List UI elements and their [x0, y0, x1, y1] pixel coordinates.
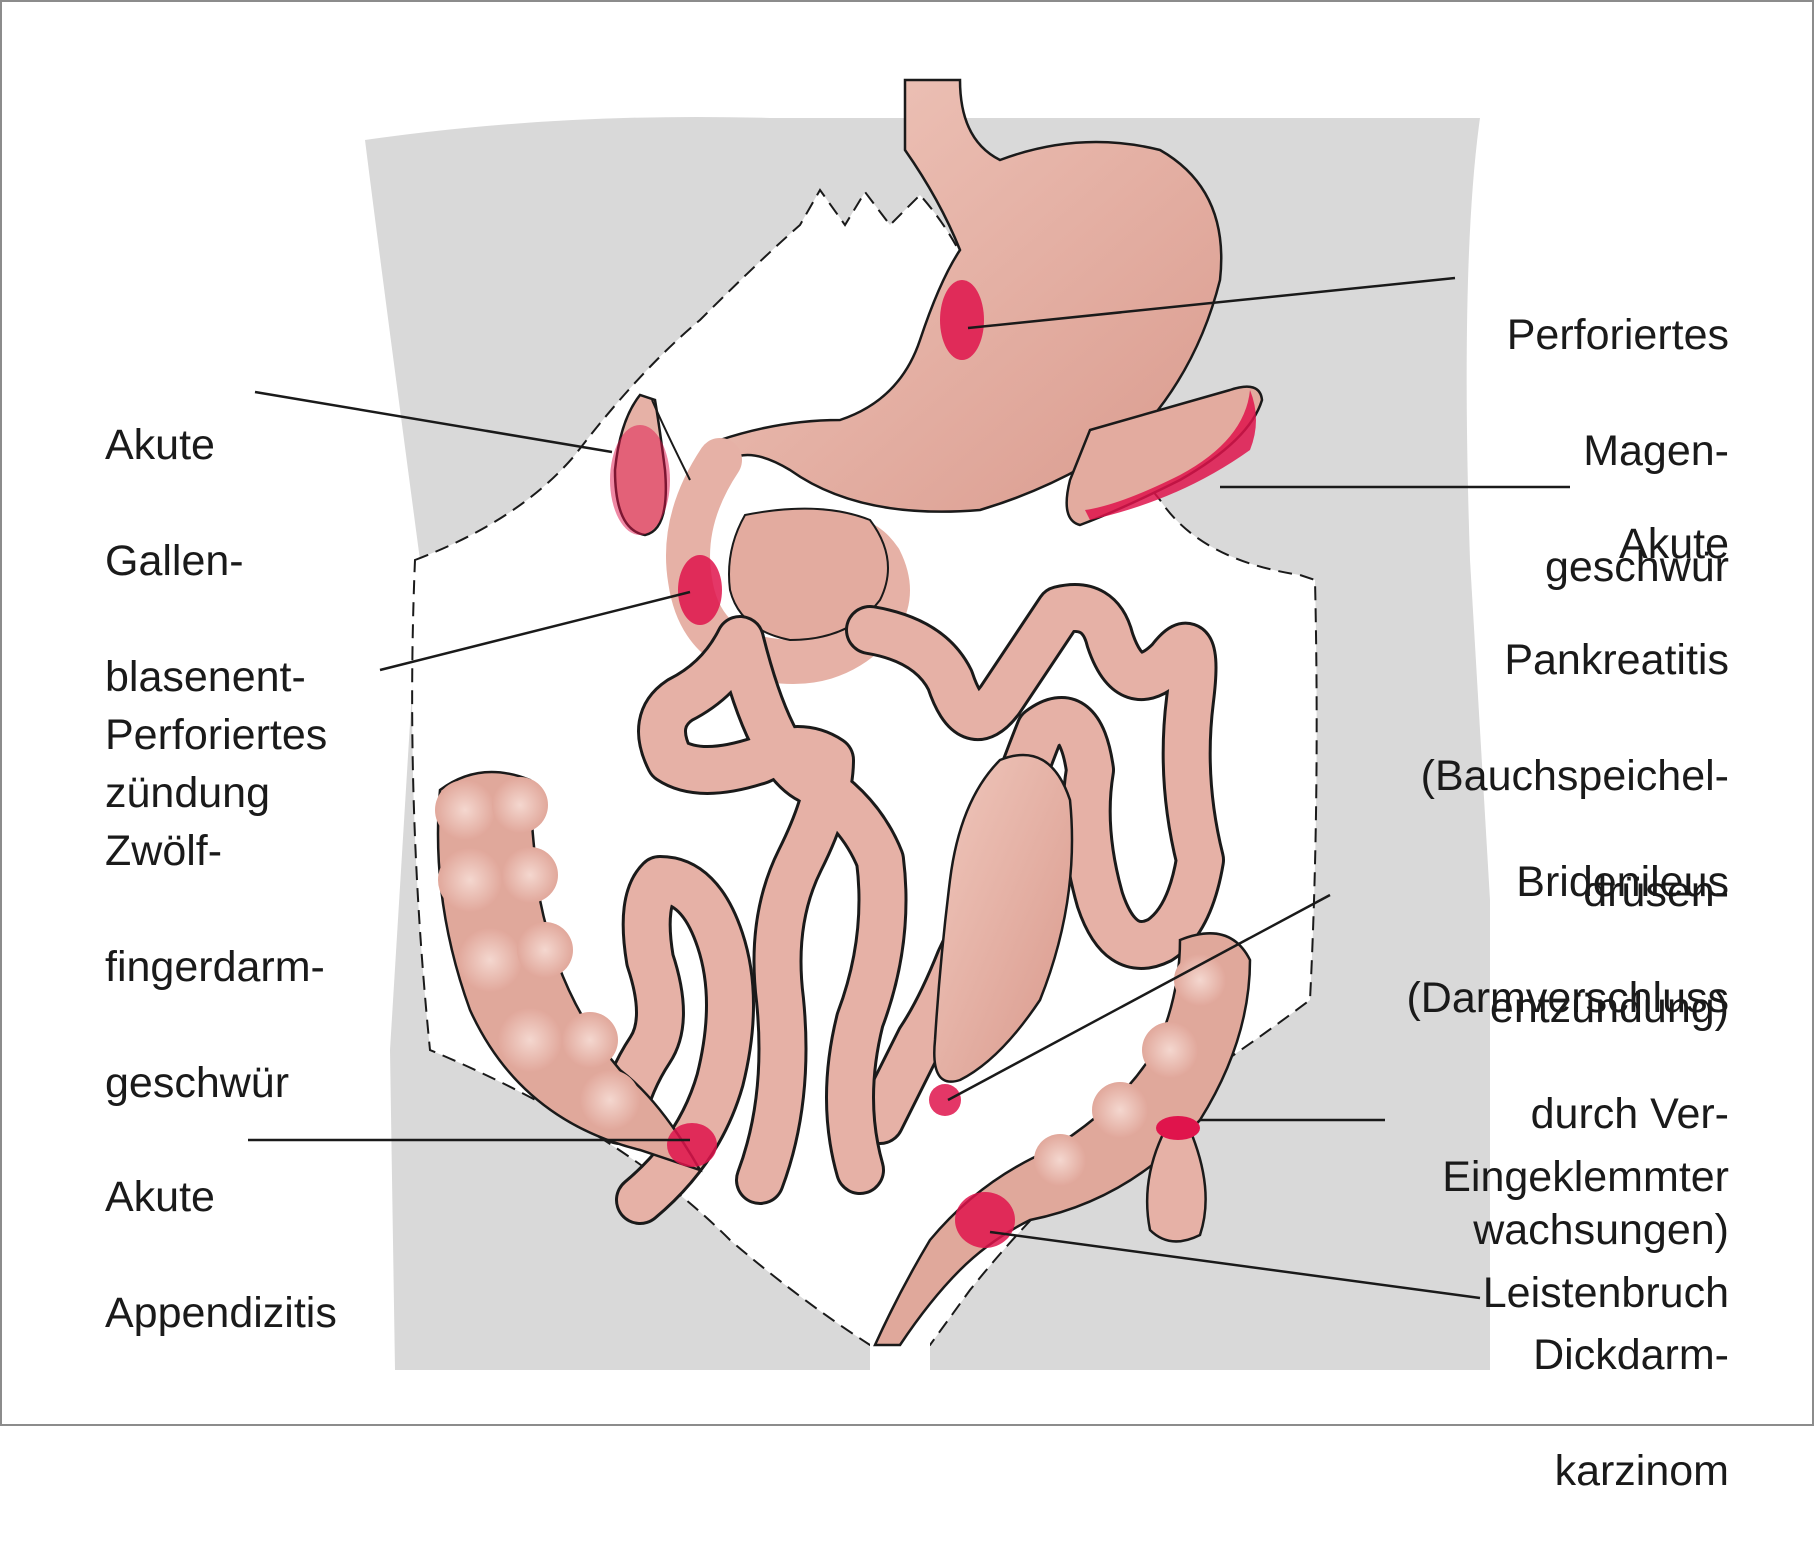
label-line: geschwür	[105, 1054, 327, 1112]
spot-appendix	[667, 1123, 717, 1167]
label-line: Gallen-	[105, 532, 306, 590]
spot-gallbladder	[610, 425, 670, 535]
spot-colon	[955, 1192, 1015, 1248]
label-line: Appendizitis	[105, 1284, 337, 1342]
label-line: karzinom	[1533, 1442, 1729, 1500]
spot-gastric	[940, 280, 984, 360]
label-line: fingerdarm-	[105, 938, 327, 996]
label-line: Eingeklemmter	[1442, 1148, 1729, 1206]
label-line: Dickdarm-	[1533, 1326, 1729, 1384]
label-line: Perforiertes	[1507, 306, 1729, 364]
label-line: Pankreatitis	[1421, 631, 1729, 689]
diagram-figure: Akute Gallen- blasenent- zündung Perfori…	[0, 0, 1814, 1426]
spot-duodenal	[678, 555, 722, 625]
label-line: Perforiertes	[105, 706, 327, 764]
label-line: (Darmverschluss	[1406, 969, 1729, 1027]
label-colon-cancer: Dickdarm- karzinom	[1533, 1268, 1729, 1558]
label-appendicitis: Akute Appendizitis	[105, 1110, 337, 1400]
label-line: Akute	[105, 1168, 337, 1226]
label-duodenal-ulcer: Perforiertes Zwölf- fingerdarm- geschwür	[105, 648, 327, 1170]
label-line: Zwölf-	[105, 822, 327, 880]
label-line: Akute	[1421, 515, 1729, 573]
label-line: Akute	[105, 416, 306, 474]
spot-bride	[929, 1084, 961, 1116]
label-line: Bridenileus	[1406, 853, 1729, 911]
